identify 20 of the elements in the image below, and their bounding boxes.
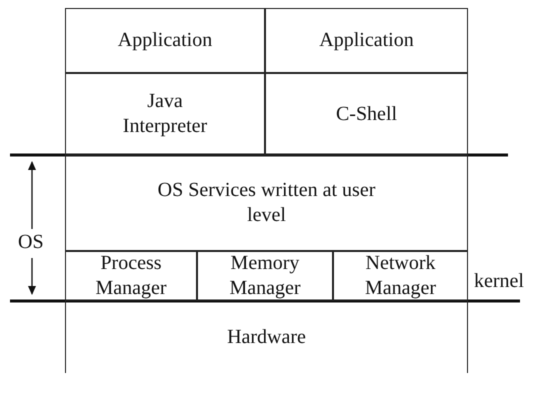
bracket-label: OS: [18, 231, 44, 254]
layer-box: [265, 8, 468, 73]
layer-box: [333, 251, 468, 301]
layer-box: [65, 8, 265, 73]
layer-label: Process Manager: [94, 251, 168, 301]
layer-label: Java Interpreter: [122, 89, 208, 139]
layer-label: Memory Manager: [228, 251, 302, 301]
layer-box: [65, 301, 468, 373]
layer-label: Application: [319, 28, 414, 53]
layer-box: [65, 155, 468, 251]
layer-label: Hardware: [227, 324, 306, 350]
layer-box: [65, 73, 265, 155]
layer-label: Application: [118, 28, 212, 53]
layer-label: C-Shell: [336, 102, 398, 126]
layer-label: OS Services written at user level: [156, 178, 376, 228]
layer-box: [197, 251, 333, 301]
layer-box: [265, 73, 468, 155]
layer-box: [65, 251, 197, 301]
layer-label: Network Manager: [364, 251, 438, 301]
side-label: kernel: [474, 270, 524, 293]
